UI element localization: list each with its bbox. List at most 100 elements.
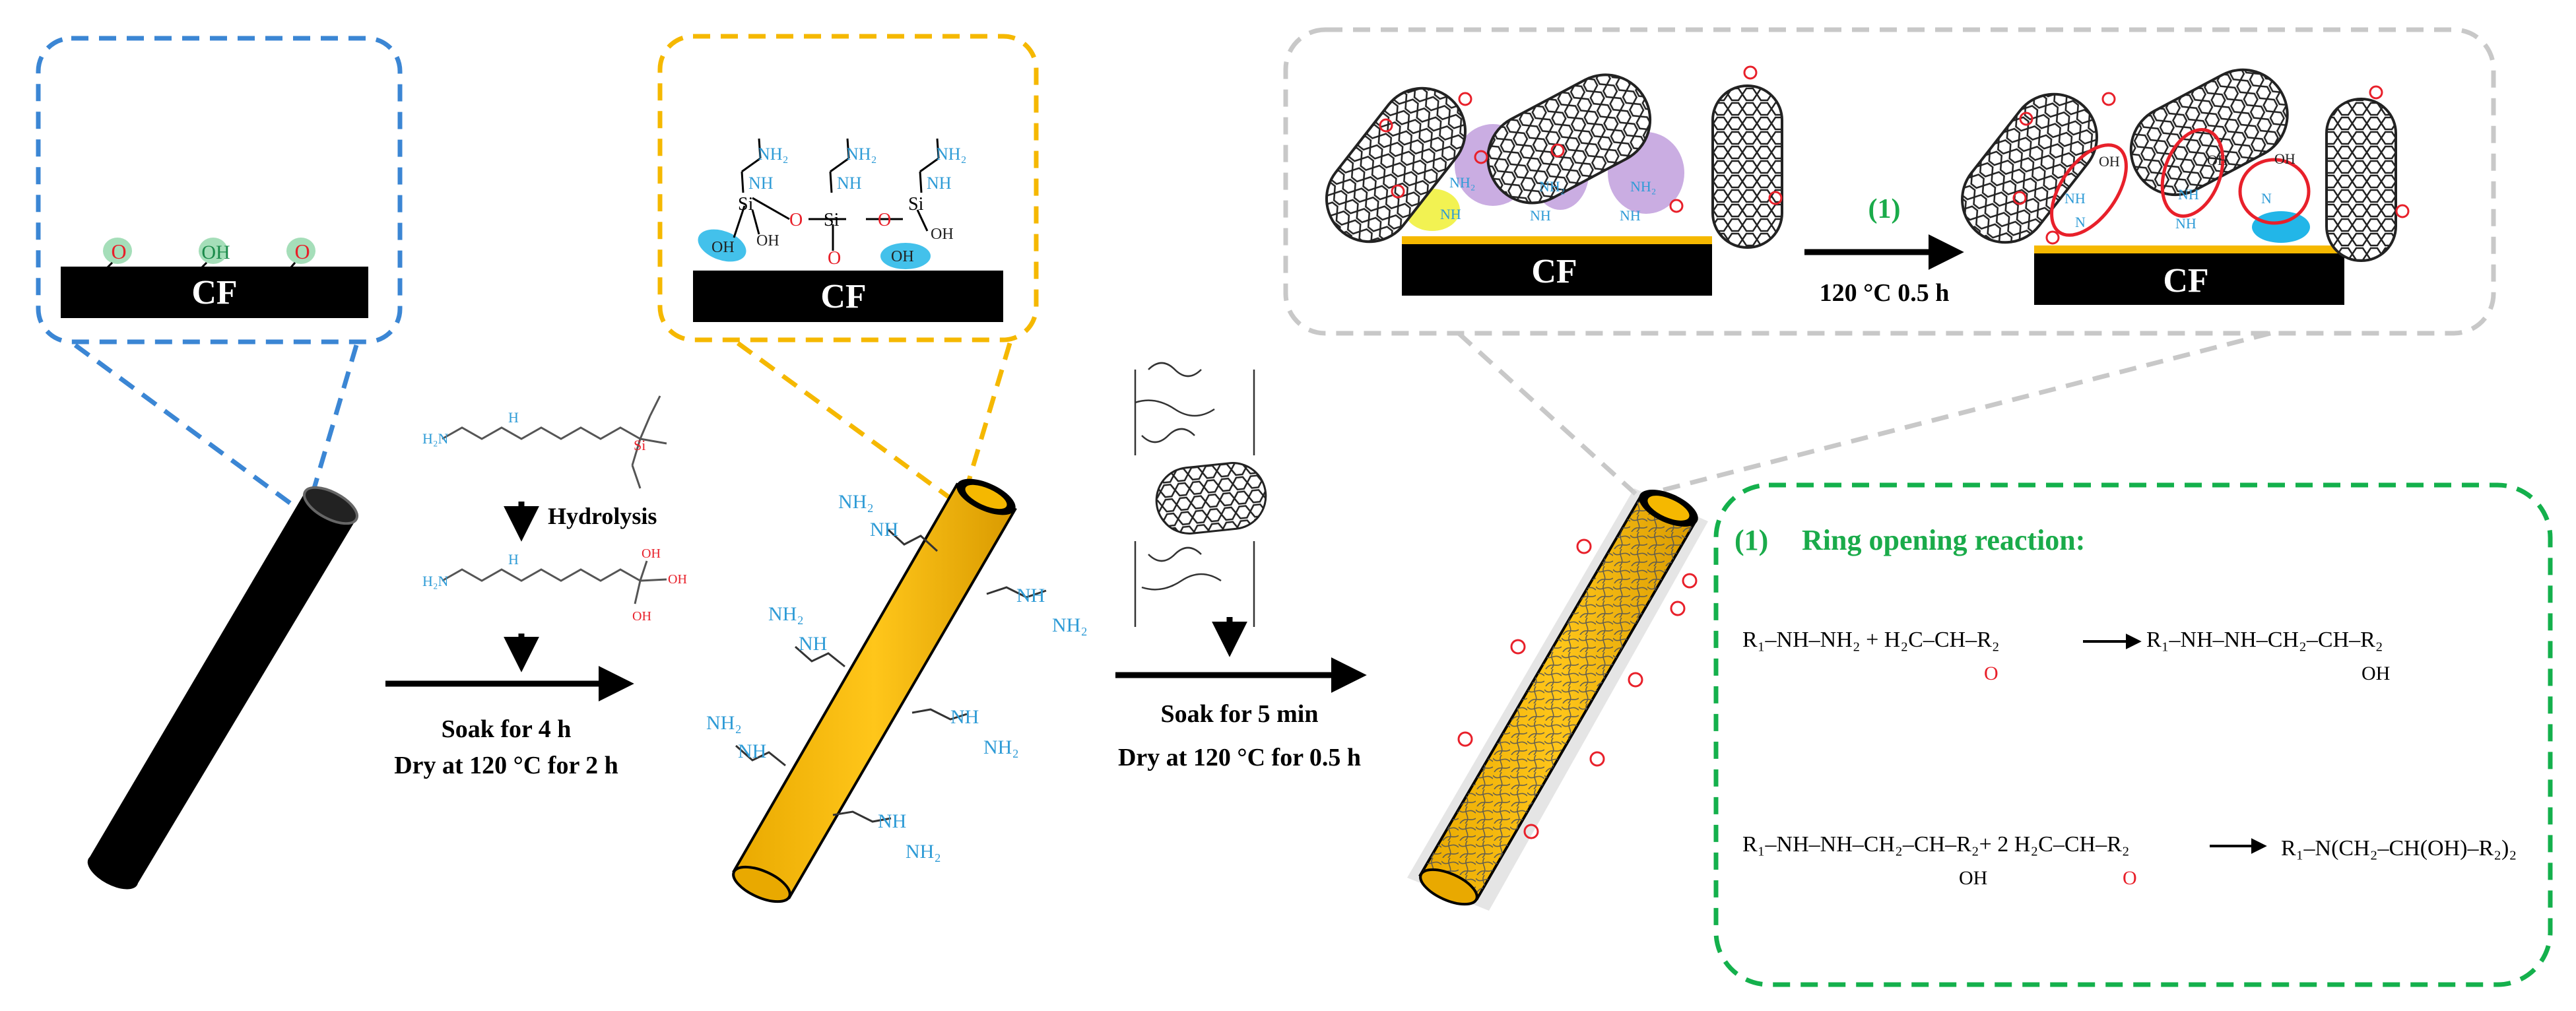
eq1-left: R₁–NH–NH₂ + H₂C–CH–R₂ bbox=[1742, 628, 2000, 652]
oh-right-upper: OH bbox=[931, 226, 954, 243]
eq2-oh: OH bbox=[1959, 867, 1987, 889]
panel-silane-cf: CF Si Si Si O O O OH OH OH O bbox=[657, 34, 1039, 342]
cf-substrate-3-right bbox=[2034, 253, 2344, 305]
fiber2-nh-1: NH bbox=[870, 519, 898, 540]
cnt-tube-2 bbox=[1486, 73, 1652, 205]
cf-gold-layer-right bbox=[2034, 245, 2344, 253]
cnt-tube-6 bbox=[2325, 98, 2397, 262]
p3r-nh: NH bbox=[2064, 190, 2086, 207]
nh2-2: NH₂ bbox=[846, 145, 877, 164]
fiber2-nh2-6: NH₂ bbox=[906, 841, 941, 863]
eq2-right: R₁–N(CH₂–CH(OH)–R₂)₂ bbox=[2281, 836, 2517, 861]
nh-3: NH bbox=[927, 174, 952, 193]
fiber2-nh2-1: NH₂ bbox=[838, 491, 874, 513]
ring-opening-reaction-box: (1) Ring opening reaction: R₁–NH–NH₂ + H… bbox=[1713, 482, 2553, 987]
eq1-epoxide-o: O bbox=[1984, 663, 1998, 684]
cf-label-2: CF bbox=[820, 278, 866, 315]
step-1-silane: H₂N H Si Hydrolysis H₂N H OH OH OH Soak … bbox=[385, 395, 687, 779]
hydro-nh2: H₂N bbox=[422, 573, 449, 589]
fiber2-nh2-3: NH₂ bbox=[768, 603, 804, 625]
p3-nh-1: NH bbox=[1440, 206, 1461, 222]
fiber2-nh-6: NH bbox=[878, 810, 906, 832]
p3r-oh-3: OH bbox=[2274, 150, 2295, 167]
fiber2-nh-2: NH bbox=[1016, 585, 1045, 606]
silane-grafted-fiber: NH₂ NH NH NH₂ NH₂ NH NH NH₂ NH₂ NH NH NH… bbox=[706, 478, 1088, 903]
fiber2-nh2-5: NH₂ bbox=[706, 712, 742, 734]
surface-group-glow-3 bbox=[286, 238, 315, 264]
bare-carbon-fiber bbox=[87, 486, 358, 890]
nh2-3: NH₂ bbox=[936, 145, 967, 164]
p3r-nh-3: NH bbox=[2175, 215, 2196, 232]
zoom-line-blue-1 bbox=[73, 343, 299, 510]
p3r-oh-1: OH bbox=[2099, 153, 2120, 170]
fiber2-nh-3: NH bbox=[799, 633, 827, 655]
siloxane-bonds bbox=[733, 138, 940, 251]
cf-gold-layer-left bbox=[1402, 236, 1712, 244]
eq2-epoxide-o: O bbox=[2123, 867, 2137, 889]
hydro-nh: H bbox=[508, 551, 519, 568]
step1-line1: Soak for 4 h bbox=[442, 715, 572, 743]
cf-label-3-right: CF bbox=[2163, 262, 2208, 300]
si-atom-3: Si bbox=[908, 194, 924, 214]
si-atom-2: Si bbox=[824, 210, 840, 230]
p3-reaction-ref: (1) bbox=[1868, 194, 1901, 224]
fiber2-nh-4: NH bbox=[950, 706, 979, 728]
zoom-line-gray-1 bbox=[1457, 331, 1639, 497]
oh-glow-right bbox=[880, 243, 931, 269]
hydro-oh-2: OH bbox=[668, 572, 687, 587]
silane-molecule bbox=[442, 395, 667, 489]
cnt-tube-1 bbox=[1325, 86, 1467, 244]
epoxide-rings-right bbox=[2012, 85, 2410, 245]
surface-bond-3 bbox=[289, 262, 296, 269]
red-ring-1 bbox=[2050, 143, 2128, 237]
blue-zoom-box bbox=[36, 36, 403, 344]
eq1-oh: OH bbox=[2361, 663, 2390, 684]
nh-1: NH bbox=[748, 174, 774, 193]
hydro-oh-3: OH bbox=[632, 609, 651, 624]
p3r-n-2: N bbox=[2261, 190, 2272, 207]
bridge-o-2: O bbox=[878, 210, 891, 230]
p3-nh2-2: NH₂ bbox=[1539, 178, 1565, 195]
epoxy-cnt-molecule bbox=[1134, 362, 1267, 627]
yellow-zoom-box bbox=[657, 34, 1039, 342]
zoom-line-yellow-1 bbox=[736, 341, 952, 500]
reaction-title-num: (1) bbox=[1734, 524, 1768, 556]
p3-nh2-1: NH₂ bbox=[1449, 174, 1475, 191]
zoom-line-blue-2 bbox=[308, 344, 359, 502]
p3r-n-1: N bbox=[2075, 214, 2086, 230]
cnt-tube-3 bbox=[1711, 84, 1783, 249]
hydrolyzed-silane bbox=[442, 560, 667, 604]
cf-label-3-left: CF bbox=[1531, 253, 1577, 290]
surface-o-3: O bbox=[294, 240, 310, 263]
silane-nh: H bbox=[508, 409, 519, 426]
green-box bbox=[1713, 482, 2553, 987]
panel-cnt-interface: CF NH₂ NH NH₂ NH NH₂ NH (1) 120 °C 0.5 h… bbox=[1283, 27, 2496, 336]
reaction-title: Ring opening reaction: bbox=[1802, 524, 2085, 556]
eq1-right: R₁–NH–NH–CH₂–CH–R₂ bbox=[2146, 628, 2383, 652]
cf-substrate-2 bbox=[693, 271, 1003, 322]
nh2-1: NH₂ bbox=[758, 145, 789, 164]
p3r-nh-2: NH bbox=[2178, 186, 2199, 203]
step2-line2: Dry at 120 °C for 0.5 h bbox=[1118, 744, 1361, 771]
cf-substrate-1 bbox=[61, 267, 368, 318]
surface-group-glow-2 bbox=[199, 238, 228, 264]
p3r-oh-2: OH bbox=[2207, 152, 2228, 168]
fiber2-nh2-4: NH₂ bbox=[983, 736, 1019, 758]
surface-oh-2: OH bbox=[201, 242, 230, 263]
hydro-oh-1: OH bbox=[642, 546, 661, 561]
p3-nh-2: NH bbox=[1530, 207, 1551, 224]
step1-line2: Dry at 120 °C for 2 h bbox=[394, 752, 618, 779]
cnt-coated-fiber bbox=[1407, 488, 1708, 911]
zoom-line-gray-2 bbox=[1656, 331, 2271, 494]
nh-2: NH bbox=[837, 174, 862, 193]
surface-bond-2 bbox=[200, 261, 208, 269]
surface-group-glow-1 bbox=[103, 238, 132, 264]
zoom-line-yellow-2 bbox=[962, 342, 1012, 495]
silane-nh2: H₂N bbox=[422, 430, 449, 447]
cyan-blob bbox=[2252, 211, 2310, 243]
silane-si: Si bbox=[634, 437, 645, 453]
step2-line1: Soak for 5 min bbox=[1161, 700, 1319, 728]
cf-label-1: CF bbox=[191, 274, 237, 311]
fiber2-nh2-2: NH₂ bbox=[1052, 614, 1088, 636]
